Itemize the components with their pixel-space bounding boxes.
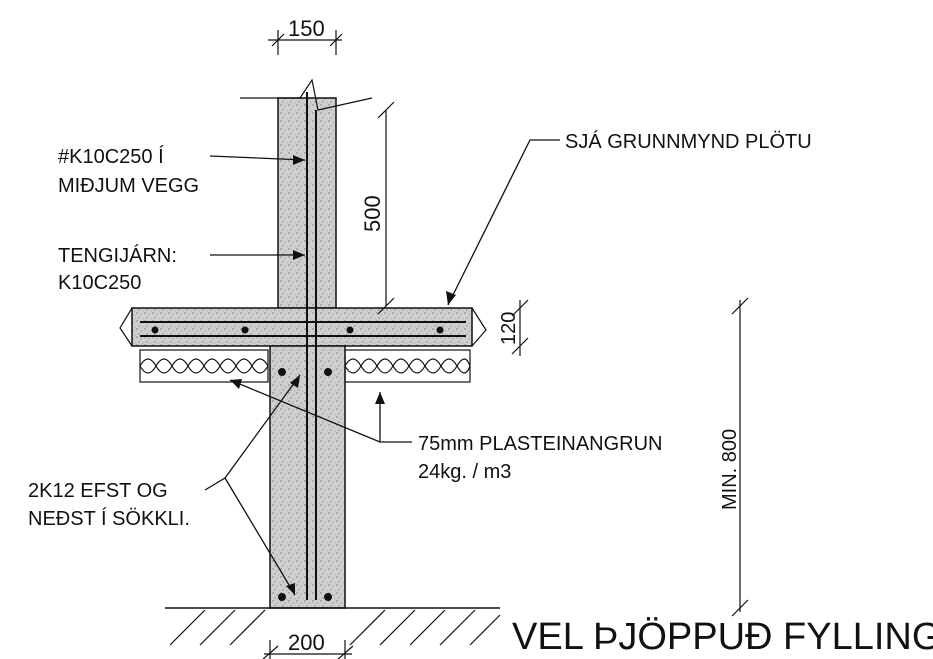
label-wall-rebar-line2: MIÐJUM VEGG [58,175,199,197]
dim-min-depth: MIN. 800 [719,429,741,510]
dim-wall-height: 500 [360,195,385,232]
ground [165,607,501,646]
dim-wall-width: 150 [288,16,325,41]
dimension-lines [262,30,749,659]
label-slab-ref: SJÁ GRUNNMYND PLÖTU [565,130,812,153]
label-fill: VEL ÞJÖPPUÐ FYLLING [512,616,933,658]
insulation [139,349,471,383]
label-footing-rebar-line2: NEÐST Í SÖKKLI. [28,507,190,530]
leader-arrowheads [230,155,456,595]
label-insulation-line2: 24kg. / m3 [418,461,511,483]
leader-lines [204,139,560,596]
label-wall-rebar-line1: #K10C250 Í [58,145,164,168]
label-tie-bars-line2: K10C250 [58,272,141,294]
label-tie-bars-line1: TENGIJÁRN: [58,244,177,267]
label-footing-rebar-line1: 2K12 EFST OG [28,480,168,502]
rebar [140,92,466,601]
dim-footing-width: 200 [288,630,325,655]
floor-slab [119,307,487,347]
label-insulation-line1: 75mm PLASTEINANGRUN [418,433,663,455]
dim-slab-thickness: 120 [498,312,520,345]
